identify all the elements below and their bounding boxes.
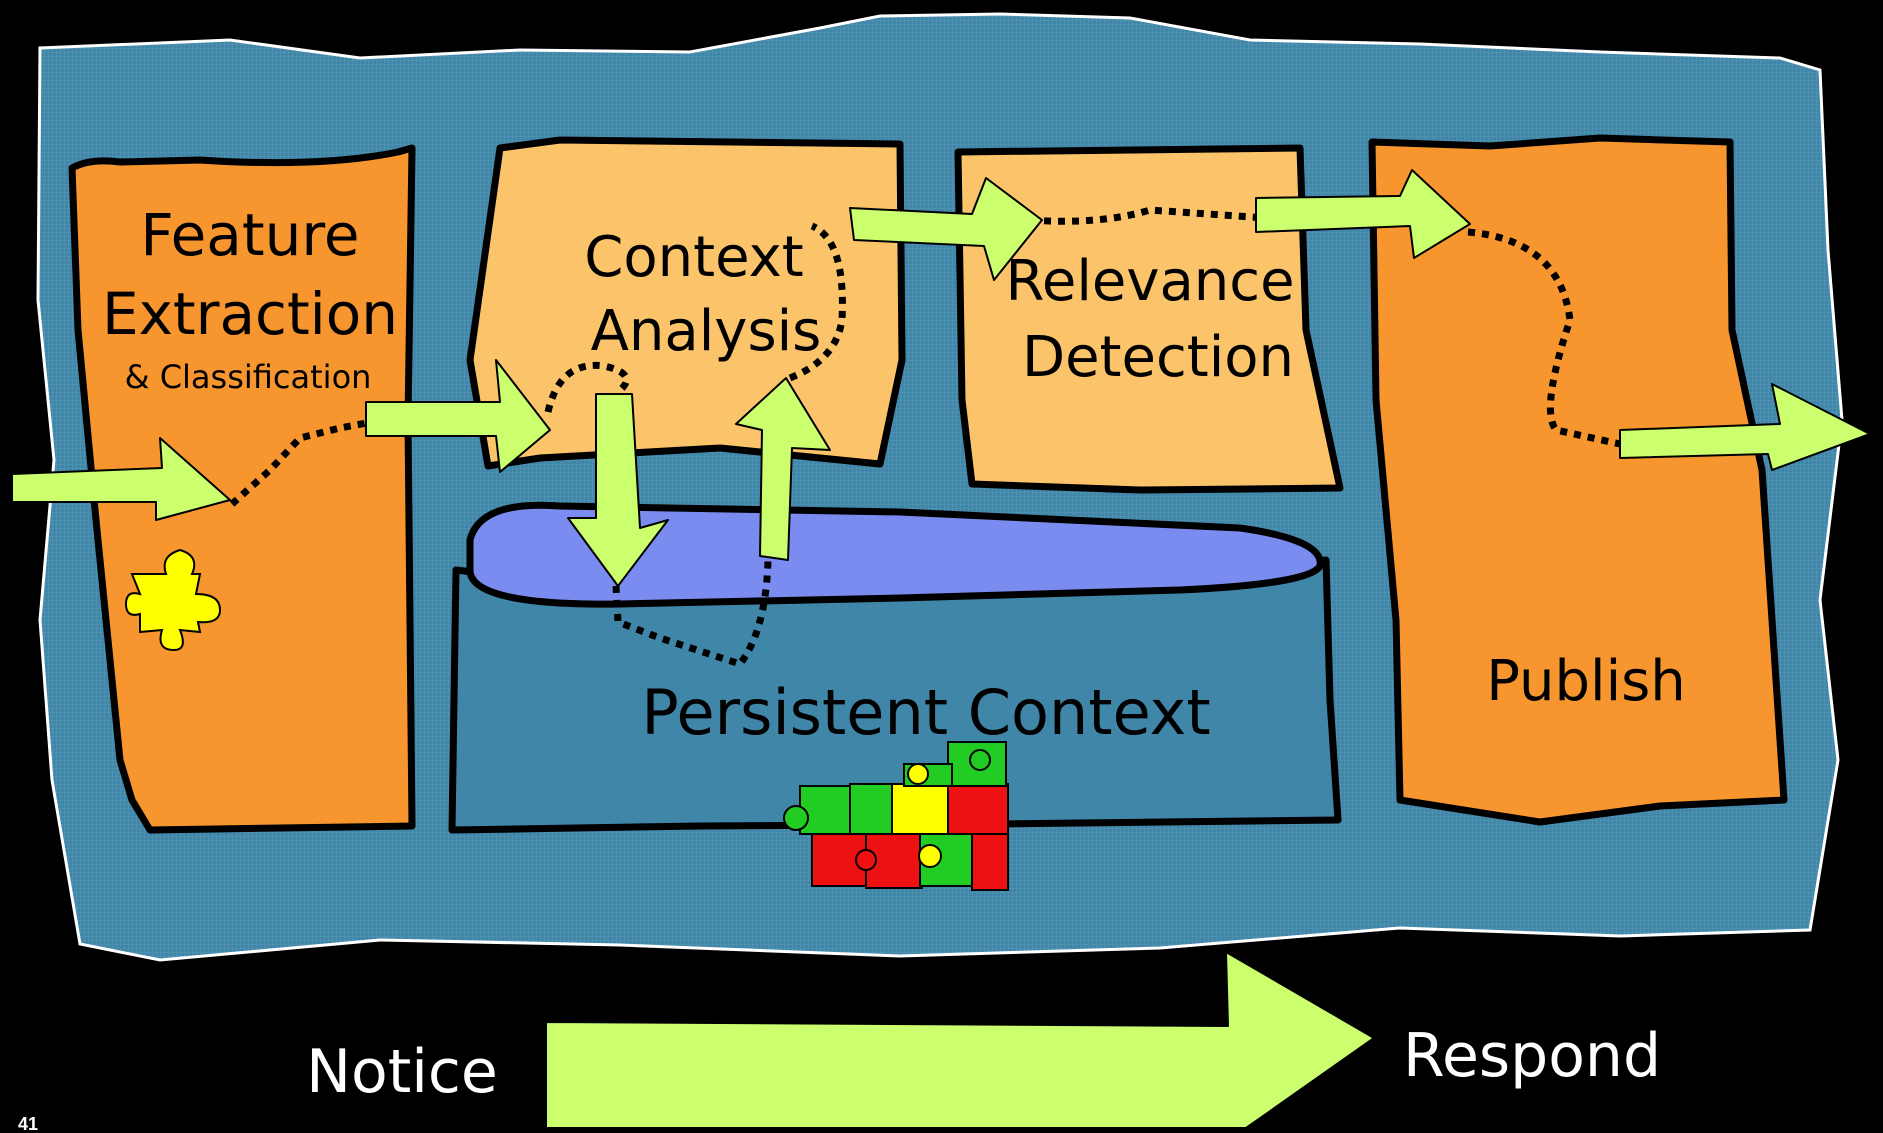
relevance-title-line1: Relevance — [1005, 249, 1294, 314]
dotted-path-feature — [229, 418, 373, 507]
notice-label: Notice — [306, 1037, 498, 1107]
relevance-title-line2: Detection — [1022, 325, 1294, 390]
feature-title-line2: Extraction — [102, 280, 398, 348]
dotted-path-store-loop — [612, 559, 772, 669]
feature-title-line1: Feature — [140, 201, 359, 269]
dotted-path-publish — [1467, 228, 1621, 448]
publish-title: Publish — [1486, 649, 1686, 714]
arrow-context-up — [735, 377, 831, 561]
relevance-detection-box — [954, 144, 1344, 494]
persistent-context-top — [466, 501, 1324, 608]
dotted-path-context-up — [788, 222, 846, 382]
publish-box — [1368, 134, 1788, 826]
context-title-line1: Context — [584, 225, 803, 290]
notice-respond-arrow — [545, 951, 1375, 1129]
arrow-feature-to-context — [365, 359, 551, 473]
arrow-context-down — [567, 393, 669, 587]
arrow-relevance-to-publish — [1255, 169, 1471, 259]
context-title-line2: Analysis — [591, 299, 822, 364]
puzzle-piece-icon — [124, 548, 222, 652]
flow-arrows — [11, 169, 1871, 1129]
feature-extraction-box — [68, 144, 416, 834]
puzzle-cluster-icon — [783, 741, 1009, 891]
input-arrow — [11, 437, 231, 521]
flow-paths — [229, 206, 1621, 669]
dotted-path-relevance — [1029, 206, 1267, 225]
arrow-context-to-relevance — [849, 177, 1043, 281]
page-number: 41 — [18, 1114, 38, 1133]
persistent-context-title: Persistent Context — [641, 676, 1210, 749]
feature-subtitle: & Classification — [125, 358, 372, 396]
respond-label: Respond — [1403, 1021, 1661, 1091]
output-arrow — [1619, 383, 1871, 471]
